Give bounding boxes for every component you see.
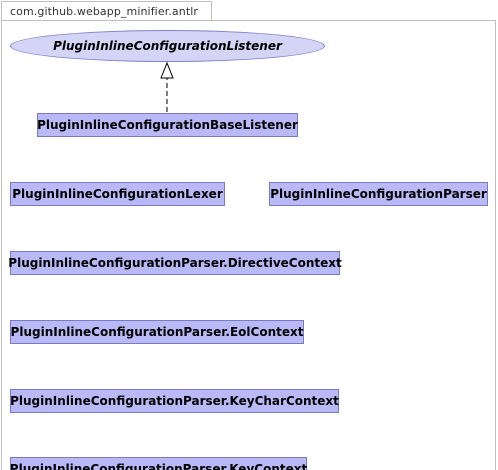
interface-listener[interactable]: PluginInlineConfigurationListener xyxy=(10,30,325,62)
package-name: com.github.webapp_minifier.antlr xyxy=(10,5,199,18)
class-key-context[interactable]: PluginInlineConfigurationParser.KeyConte… xyxy=(10,457,307,470)
class-keychar-context[interactable]: PluginInlineConfigurationParser.KeyCharC… xyxy=(10,389,339,413)
class-base-listener[interactable]: PluginInlineConfigurationBaseListener xyxy=(37,113,298,137)
class-eol-context[interactable]: PluginInlineConfigurationParser.EolConte… xyxy=(10,320,304,344)
package-tab: com.github.webapp_minifier.antlr xyxy=(1,1,212,20)
class-directive-context[interactable]: PluginInlineConfigurationParser.Directiv… xyxy=(8,251,342,275)
class-parser[interactable]: PluginInlineConfigurationParser xyxy=(269,182,488,206)
class-lexer[interactable]: PluginInlineConfigurationLexer xyxy=(10,182,225,206)
